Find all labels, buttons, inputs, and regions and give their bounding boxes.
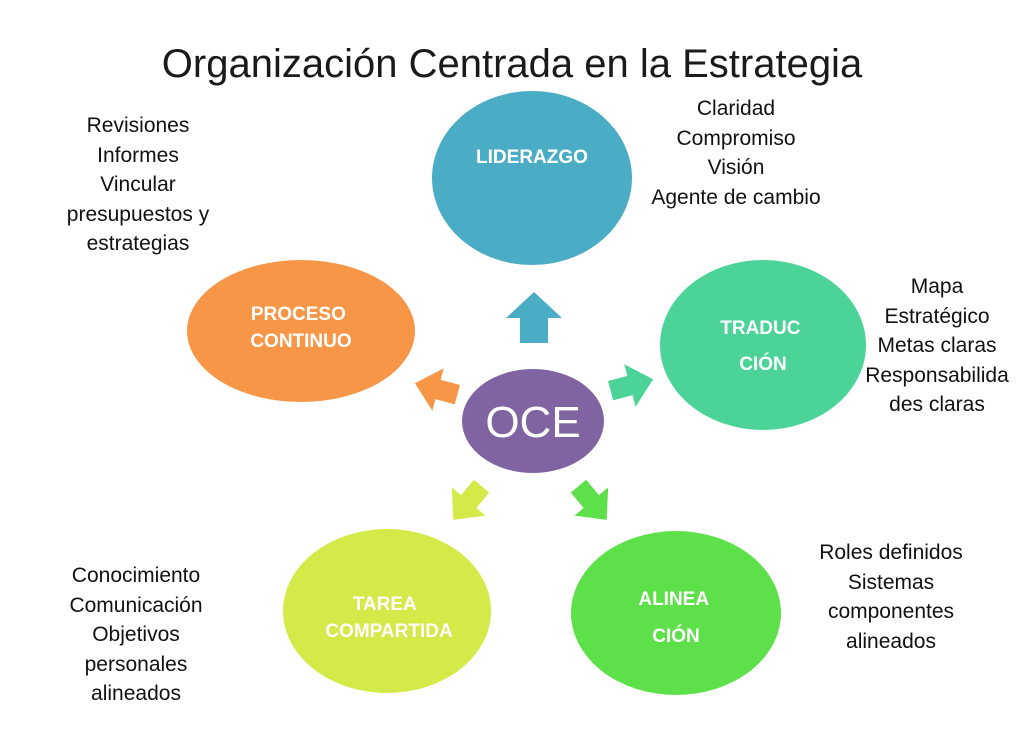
note-line: Informes	[97, 143, 179, 167]
note-line: Claridad	[696, 97, 776, 120]
note-line: Revisiones	[86, 114, 190, 137]
node-proceso-label-2: CONTINUO	[250, 331, 351, 352]
note-line: Visión	[707, 156, 765, 179]
node-liderazgo	[432, 91, 632, 265]
node-proceso-label-1: PROCESO	[251, 304, 346, 325]
node-alineacion-label-1: ALINEA	[638, 589, 709, 610]
center-node	[462, 369, 604, 473]
note-line: alineados	[91, 682, 181, 705]
svg-text:PROCESO CONTINUO: PROCESO CONTINUO	[250, 304, 351, 352]
note-line: Agente de cambio	[651, 185, 821, 209]
node-traduccion-label-1: TRADUC	[720, 318, 800, 339]
svg-text:ALINEA CIÓN: ALINEA CIÓN	[638, 589, 713, 647]
node-tarea	[283, 529, 491, 693]
note-line: Comunicación	[69, 593, 203, 617]
note-line: Vincular	[100, 173, 176, 196]
note-line: Estratégico	[884, 304, 990, 328]
note-line: des claras	[889, 393, 985, 416]
node-alineacion	[571, 531, 781, 695]
notes-liderazgo: Claridad Compromiso Visión Agente de cam…	[626, 94, 846, 212]
note-line: estrategias	[86, 232, 190, 255]
note-line: Metas claras	[877, 334, 997, 357]
svg-text:TRADUC CIÓN: TRADUC CIÓN	[720, 318, 806, 375]
svg-text:TAREA COMPARTIDA: TAREA COMPARTIDA	[325, 594, 453, 642]
arrow-left-icon	[414, 368, 460, 411]
center-node-label: OCE	[485, 398, 580, 447]
note-line: Sistemas	[847, 570, 935, 594]
note-line: presupuestos y	[66, 202, 210, 226]
page-title: Organización Centrada en la Estrategia	[161, 42, 863, 86]
notes-traduccion: Mapa Estratégico Metas claras Responsabi…	[856, 272, 1018, 420]
note-line: Conocimiento	[71, 564, 201, 587]
note-line: Responsabilida	[865, 363, 1009, 387]
node-proceso	[187, 260, 415, 402]
note-line: Compromiso	[676, 126, 796, 150]
notes-tarea: Conocimiento Comunicación Objetivos pers…	[36, 561, 236, 709]
note-line: Roles definidos	[819, 541, 963, 564]
node-liderazgo-label: LIDERAZGO	[476, 147, 588, 168]
svg-text:LIDERAZGO: LIDERAZGO	[476, 147, 588, 168]
notes-alineacion: Roles definidos Sistemas componentes ali…	[791, 538, 991, 656]
note-line: personales	[84, 652, 188, 676]
node-alineacion-label-2: CIÓN	[652, 625, 700, 647]
node-tarea-label-1: TAREA	[353, 594, 417, 615]
arrow-down-right-icon	[570, 479, 609, 520]
node-traduccion	[660, 260, 866, 430]
note-line: Objetivos	[92, 623, 180, 646]
arrow-right-icon	[608, 364, 654, 407]
note-line: componentes	[827, 600, 955, 623]
node-tarea-label-2: COMPARTIDA	[325, 621, 453, 642]
arrow-up-icon	[506, 292, 562, 343]
note-line: alineados	[846, 629, 936, 653]
notes-proceso: Revisiones Informes Vincular presupuesto…	[28, 111, 248, 259]
arrow-down-left-icon	[451, 479, 490, 520]
node-traduccion-label-2: CIÓN	[739, 353, 787, 375]
note-line: Mapa	[910, 275, 964, 298]
